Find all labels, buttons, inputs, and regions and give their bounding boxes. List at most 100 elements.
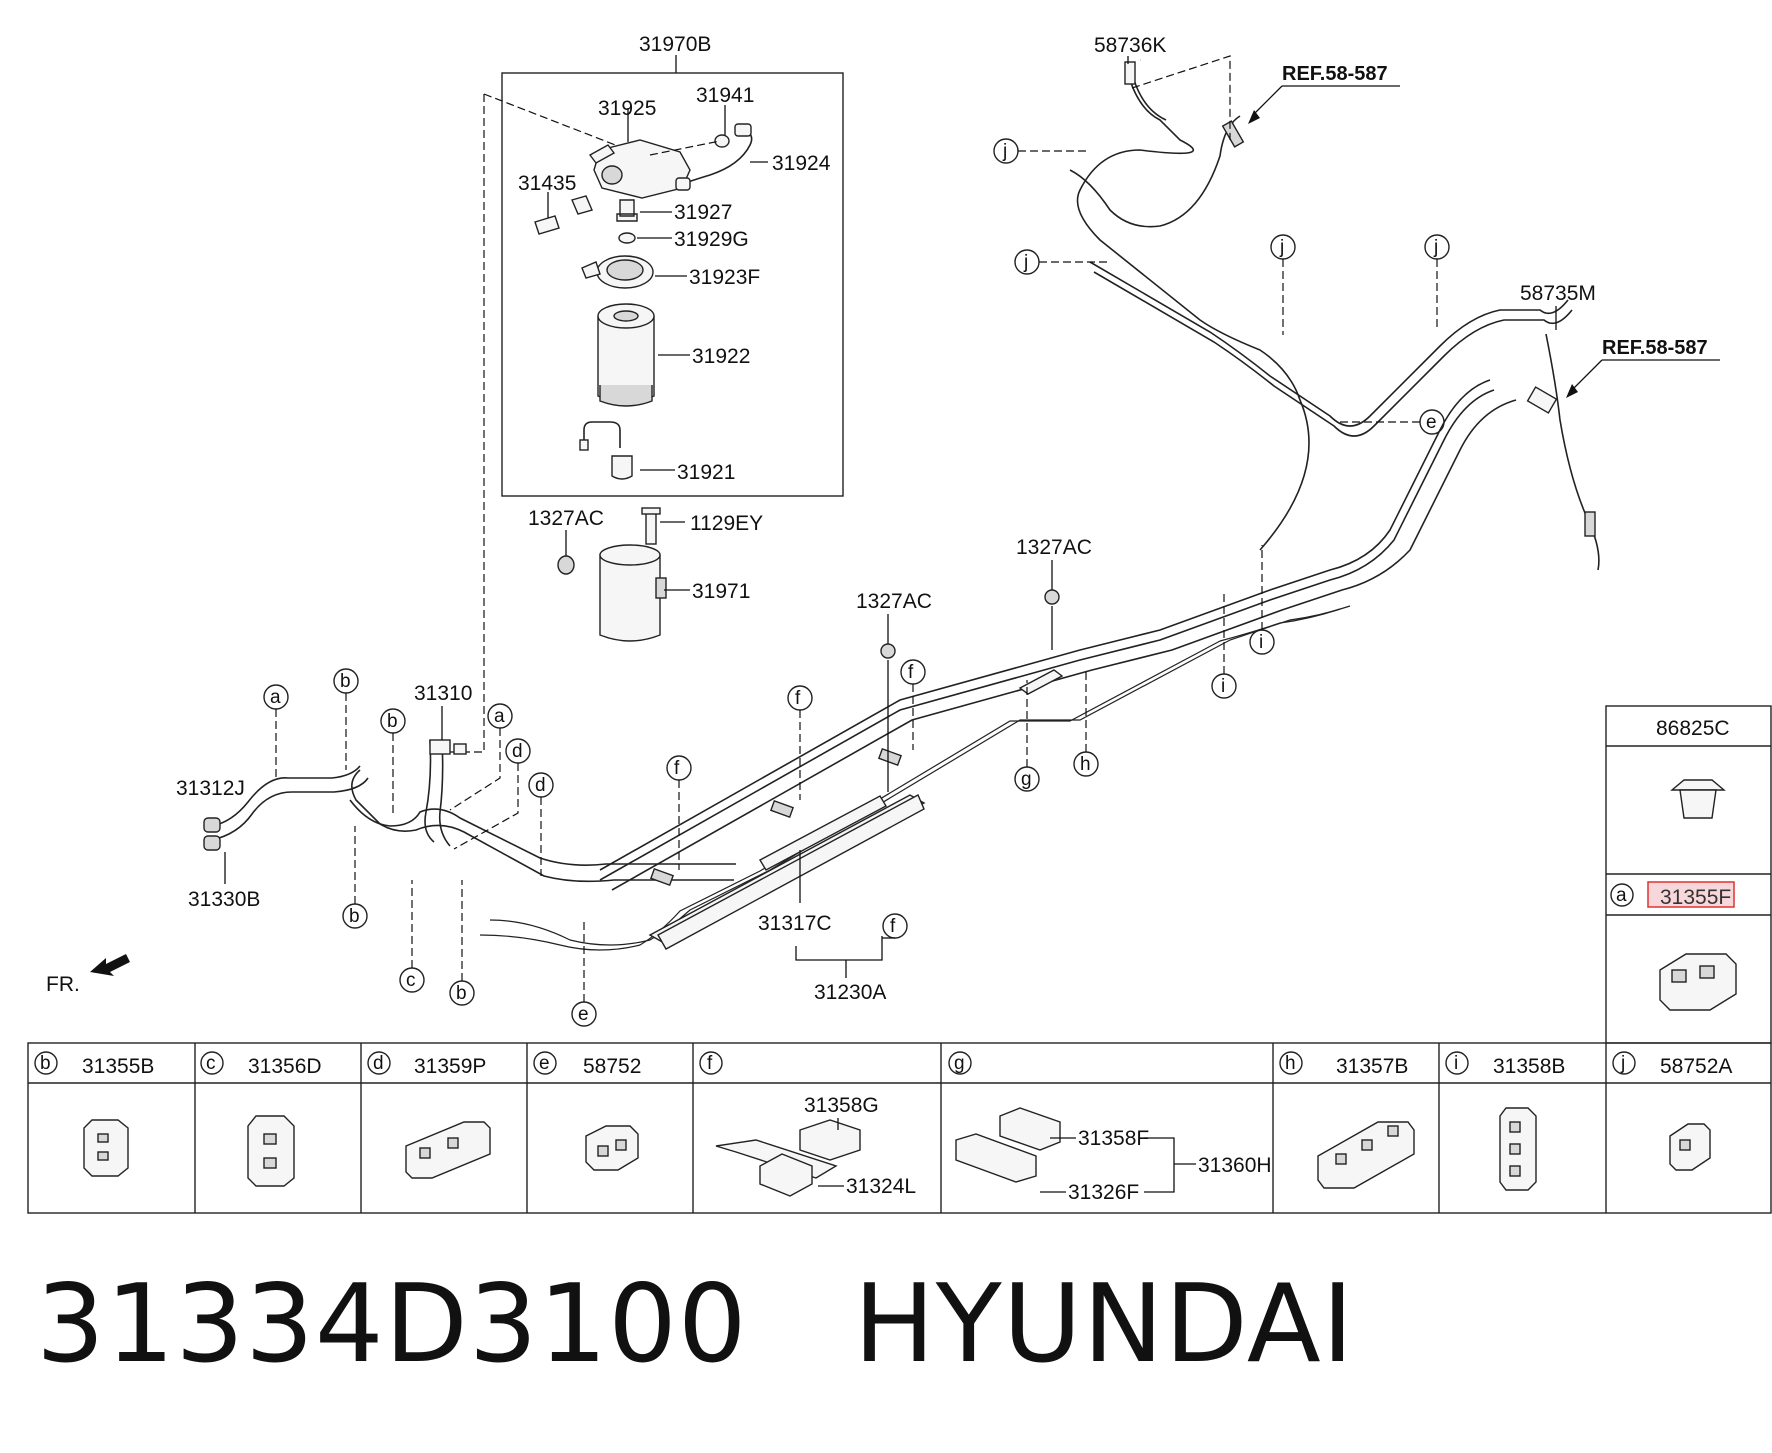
part-31929G-label: 31929G	[674, 228, 749, 251]
svg-text:j: j	[1433, 237, 1438, 258]
plug-86825C-icon	[1670, 779, 1726, 819]
table-cell-f: f 31358G 31324L	[699, 1051, 916, 1198]
callout-j-4: j	[1424, 234, 1450, 330]
svg-text:h: h	[1080, 754, 1091, 775]
part-31922-label: 31922	[692, 345, 750, 368]
part-31924-label: 31924	[772, 152, 831, 175]
svg-text:f: f	[908, 662, 914, 683]
sensor-wire-31924	[679, 129, 753, 186]
callout-d-1: d	[453, 738, 531, 850]
label-1327AC-right: 1327AC	[1016, 536, 1092, 559]
mounting-rails-31317C	[648, 669, 1064, 950]
svg-text:b: b	[387, 711, 398, 732]
part-1327AC-top-label: 1327AC	[528, 507, 604, 530]
part-31435-label: 31435	[518, 172, 576, 195]
side-part-31355F: 31355F	[1660, 886, 1731, 909]
table-cell-d: d 31359P	[367, 1051, 491, 1179]
svg-text:f: f	[707, 1053, 713, 1074]
svg-text:d: d	[535, 775, 546, 796]
svg-text:f: f	[795, 688, 801, 709]
svg-text:e: e	[1426, 412, 1437, 433]
svg-text:58752A: 58752A	[1660, 1055, 1732, 1078]
side-part-86825C: 86825C	[1656, 717, 1730, 740]
caption-brand: HYUNDAI	[853, 1262, 1355, 1387]
table-cell-b: b 31355B	[34, 1051, 154, 1177]
callout-i-2: i	[1249, 545, 1275, 655]
water-sensor-31921	[579, 421, 633, 480]
label-31312J: 31312J	[176, 777, 245, 800]
svg-text:31356D: 31356D	[248, 1055, 322, 1078]
fuel-filter-assembly: 31970B 31925 31941 31924 31435 31927	[501, 33, 844, 497]
seal-31929G	[618, 232, 636, 244]
svg-text:58752: 58752	[583, 1055, 641, 1078]
table-cell-h: h 31357B	[1279, 1051, 1415, 1189]
svg-text:e: e	[539, 1053, 550, 1074]
part-1129EY-label: 1129EY	[690, 512, 763, 535]
svg-text:b: b	[349, 906, 360, 927]
bolt-1129EY	[645, 509, 657, 545]
filter-head	[588, 108, 691, 199]
callout-j-1: j	[993, 138, 1090, 164]
label-58736K: 58736K	[1094, 34, 1166, 57]
svg-text:31357B: 31357B	[1336, 1055, 1408, 1078]
callout-i-1: i	[1211, 590, 1237, 699]
filter-cartridge-31922	[597, 303, 655, 407]
callout-b-2: b	[380, 708, 406, 816]
clip-callouts: a b b b b c a d d e f f f f g h i i e j …	[263, 138, 1450, 1027]
table-cell-g: g 31358F 31326F 31360H	[948, 1051, 1272, 1204]
svg-text:c: c	[206, 1053, 216, 1074]
bottom-parts-table: b 31355B c 31356D d 31359P e 58752 f 313…	[27, 1042, 1772, 1214]
table-cell-j: j 58752A	[1612, 1051, 1732, 1171]
table-cell-c: c 31356D	[200, 1051, 322, 1187]
callout-f-4: f	[882, 913, 908, 939]
callout-j-2: j	[1014, 249, 1110, 275]
front-direction-label: FR.	[46, 973, 80, 996]
f-part-31358G: 31358G	[804, 1094, 879, 1117]
ref-58-587-top: REF.58-587	[1282, 63, 1388, 85]
svg-text:j: j	[1620, 1053, 1625, 1074]
part-31925-label: 31925	[598, 97, 656, 120]
svg-text:31359P: 31359P	[414, 1055, 486, 1078]
svg-text:31358B: 31358B	[1493, 1055, 1565, 1078]
svg-text:31355B: 31355B	[82, 1055, 154, 1078]
nut-1327AC	[557, 555, 575, 575]
callout-j-3: j	[1270, 234, 1296, 335]
oring-31941	[714, 134, 730, 148]
callout-d-2: d	[528, 772, 554, 876]
svg-text:b: b	[340, 671, 351, 692]
label-31310: 31310	[414, 682, 472, 705]
svg-text:j: j	[1002, 141, 1007, 162]
svg-text:i: i	[1259, 632, 1263, 653]
svg-text:b: b	[456, 983, 467, 1004]
callout-b-4: b	[449, 880, 475, 1006]
main-labels: 31312J 31330B 31310 1327AC 1327AC 31317C…	[46, 34, 1720, 1004]
callout-h: h	[1073, 670, 1099, 777]
part-31971-label: 31971	[692, 580, 750, 603]
label-31317C: 31317C	[758, 912, 832, 935]
filter-bracket-group: 1327AC 1129EY 31971	[528, 507, 763, 642]
svg-text:i: i	[1454, 1053, 1458, 1074]
svg-text:f: f	[890, 916, 896, 937]
callout-e-1: e	[571, 920, 597, 1027]
side-parts-table: 86825C a 31355F	[1605, 705, 1772, 1044]
g-part-31360H: 31360H	[1198, 1154, 1272, 1177]
caption-part-number: 31334D3100	[36, 1262, 748, 1387]
label-31230A: 31230A	[814, 981, 886, 1004]
part-31921-label: 31921	[677, 461, 735, 484]
table-cell-e: e 58752	[533, 1051, 641, 1171]
label-58735M: 58735M	[1520, 282, 1596, 305]
label-1327AC-mid: 1327AC	[856, 590, 932, 613]
svg-text:e: e	[578, 1004, 589, 1025]
filter-assembly-label: 31970B	[639, 33, 711, 56]
svg-text:f: f	[674, 758, 680, 779]
bleeder-31927	[616, 199, 638, 222]
svg-text:j: j	[1279, 237, 1284, 258]
svg-text:c: c	[406, 970, 416, 991]
callout-a-2: a	[449, 703, 513, 811]
svg-text:b: b	[40, 1053, 51, 1074]
svg-text:d: d	[373, 1053, 384, 1074]
callout-b-3: b	[342, 826, 368, 929]
g-part-31326F: 31326F	[1068, 1181, 1139, 1204]
svg-text:j: j	[1023, 252, 1028, 273]
